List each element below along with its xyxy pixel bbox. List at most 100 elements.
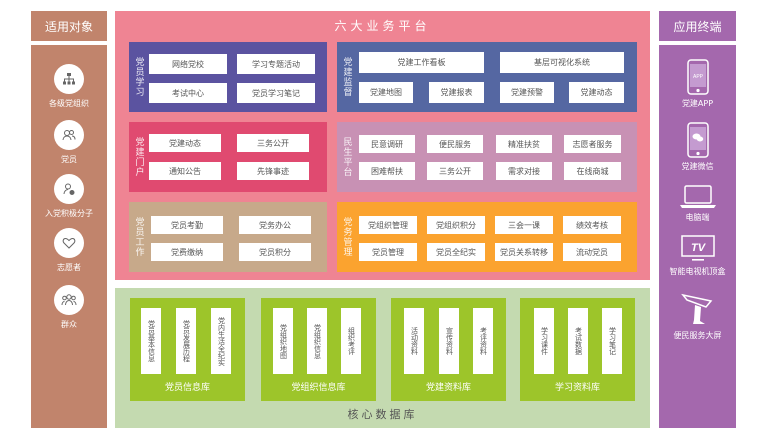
- terminal-wechat: 党建微信: [659, 122, 736, 172]
- lib-item[interactable]: 学习课件: [534, 308, 554, 374]
- svg-text:TV: TV: [690, 242, 706, 254]
- module-label: 党员工作: [133, 217, 144, 257]
- target-item-public: 群众: [31, 285, 107, 330]
- lib-item[interactable]: 活动资料: [404, 308, 424, 374]
- target-item-volunteer: 志愿者: [31, 228, 107, 273]
- btn-party-news[interactable]: 党建动态: [149, 134, 221, 152]
- right-panel-title: 应用终端: [659, 11, 736, 41]
- terminal-pc: 电脑端: [659, 185, 736, 223]
- target-label: 群众: [61, 320, 77, 329]
- heart-icon: [54, 228, 84, 258]
- people-icon: [54, 120, 84, 150]
- btn-three-affairs-public[interactable]: 三务公开: [427, 162, 483, 180]
- phone-app-icon: APP: [686, 59, 709, 95]
- svg-text:APP: APP: [692, 74, 703, 80]
- person-gear-icon: [54, 174, 84, 204]
- kiosk-icon: [680, 293, 712, 324]
- btn-poverty-alleviation[interactable]: 精准扶贫: [496, 135, 552, 153]
- target-audience-panel: 各级党组织 党员 入党积极分子 志愿者 群众: [31, 45, 107, 428]
- lib-item[interactable]: 党内生活全纪实: [211, 308, 231, 374]
- btn-points[interactable]: 党员积分: [239, 243, 311, 261]
- btn-three-meetings[interactable]: 三会一课: [495, 216, 553, 234]
- module-label: 民生平台: [341, 137, 352, 177]
- lib-item[interactable]: 党组织信息: [307, 308, 327, 374]
- lib-item[interactable]: 宣传资料: [439, 308, 459, 374]
- library-name: 学习资料库: [554, 383, 600, 393]
- module-member-work: 党员工作 党员考勤 党务办公 党费缴纳 党员积分: [129, 202, 327, 272]
- terminal-tv: TV 智能电视机顶盒: [659, 235, 736, 277]
- library-study-materials: 学习课件 考试数据 学习笔记 学习资料库: [520, 298, 635, 401]
- phone-wechat-icon: [686, 122, 709, 158]
- module-supervision: 党建监督 党建工作看板 基层可视化系统 党建地图 党建报表 党建预警 党建动态: [337, 42, 637, 112]
- terminals-panel: APP 党建APP 党建微信 电脑端 TV 智能电视机顶盒 便民服务大屏: [659, 45, 736, 428]
- target-label: 各级党组织: [49, 99, 89, 108]
- library-party-materials: 活动资料 宣传资料 考评资料 党建资料库: [391, 298, 506, 401]
- btn-office[interactable]: 党务办公: [239, 216, 311, 234]
- target-label: 党员: [61, 155, 77, 164]
- platform-title: 六大业务平台: [334, 19, 431, 33]
- module-label: 党务管理: [341, 217, 352, 257]
- btn-convenience-service[interactable]: 便民服务: [427, 135, 483, 153]
- lib-item[interactable]: 党组织地图: [273, 308, 293, 374]
- module-label: 党建门户: [133, 137, 144, 177]
- btn-visual-system[interactable]: 基层可视化系统: [500, 52, 624, 73]
- module-livelihood: 民生平台 民意调研 便民服务 精准扶贫 志愿者服务 困难帮扶 三务公开 需求对接…: [337, 122, 637, 192]
- btn-demand-matching[interactable]: 需求对接: [496, 162, 552, 180]
- btn-member-management[interactable]: 党员管理: [359, 243, 417, 261]
- btn-party-dynamics[interactable]: 党建动态: [569, 82, 624, 103]
- lib-item[interactable]: 学习笔记: [602, 308, 622, 374]
- btn-three-affairs[interactable]: 三务公开: [237, 134, 309, 152]
- btn-opinion-survey[interactable]: 民意调研: [359, 135, 415, 153]
- btn-work-board[interactable]: 党建工作看板: [359, 52, 484, 73]
- btn-org-management[interactable]: 党组织管理: [359, 216, 417, 234]
- core-database: 党员基本信息 党员发展历程 党内生活全纪实 党员信息库 党组织地图 党组织信息 …: [115, 288, 650, 428]
- module-label: 党员学习: [133, 57, 144, 97]
- btn-notices[interactable]: 通知公告: [149, 162, 221, 180]
- btn-party-map[interactable]: 党建地图: [359, 82, 413, 103]
- terminal-label: 智能电视机顶盒: [669, 267, 726, 276]
- group-icon: [54, 285, 84, 315]
- tv-icon: TV: [680, 235, 715, 261]
- btn-exam-center[interactable]: 考试中心: [149, 83, 227, 103]
- module-party-study: 党员学习 网络党校 学习专题活动 考试中心 党员学习笔记: [129, 42, 327, 112]
- target-item-activist: 入党积极分子: [31, 174, 107, 219]
- btn-volunteer-service[interactable]: 志愿者服务: [564, 135, 621, 153]
- lib-item[interactable]: 党员基本信息: [141, 308, 161, 374]
- lib-item[interactable]: 考试数据: [568, 308, 588, 374]
- module-label: 党建监督: [341, 57, 352, 97]
- btn-party-alert[interactable]: 党建预警: [500, 82, 554, 103]
- library-name: 党建资料库: [425, 383, 471, 393]
- lib-item[interactable]: 考评资料: [473, 308, 493, 374]
- lib-item[interactable]: 组织考评: [341, 308, 361, 374]
- btn-online-mall[interactable]: 在线商城: [564, 162, 621, 180]
- terminal-app: APP 党建APP: [659, 59, 736, 109]
- terminal-label: 党建微信: [681, 162, 714, 171]
- library-org-info: 党组织地图 党组织信息 组织考评 党组织信息库: [261, 298, 376, 401]
- laptop-icon: [679, 185, 716, 208]
- library-member-info: 党员基本信息 党员发展历程 党内生活全纪实 党员信息库: [130, 298, 245, 401]
- terminal-label: 电脑端: [685, 213, 710, 222]
- terminal-label: 便民服务大屏: [673, 331, 722, 340]
- btn-study-notes[interactable]: 党员学习笔记: [237, 83, 315, 103]
- org-chart-icon: [54, 64, 84, 94]
- target-item-member: 党员: [31, 120, 107, 165]
- library-name: 党组织信息库: [291, 383, 346, 393]
- btn-pioneer-deeds[interactable]: 先锋事迹: [237, 162, 309, 180]
- btn-party-report[interactable]: 党建报表: [429, 82, 484, 103]
- btn-relation-transfer[interactable]: 党员关系转移: [495, 243, 553, 261]
- core-title: 核心数据库: [347, 408, 418, 421]
- btn-attendance[interactable]: 党员考勤: [151, 216, 223, 234]
- btn-dues[interactable]: 党费缴纳: [151, 243, 223, 261]
- btn-hardship-aid[interactable]: 困难帮扶: [359, 162, 415, 180]
- module-party-affairs: 党务管理 党组织管理 党组织积分 三会一课 绩效考核 党员管理 党员全纪实 党员…: [337, 202, 637, 272]
- btn-member-record[interactable]: 党员全纪实: [427, 243, 485, 261]
- btn-mobile-members[interactable]: 流动党员: [563, 243, 621, 261]
- library-name: 党员信息库: [164, 383, 210, 393]
- btn-online-party-school[interactable]: 网络党校: [149, 54, 227, 74]
- btn-study-topic-activity[interactable]: 学习专题活动: [237, 54, 315, 74]
- btn-org-points[interactable]: 党组织积分: [427, 216, 485, 234]
- target-label: 志愿者: [57, 263, 81, 272]
- lib-item[interactable]: 党员发展历程: [176, 308, 196, 374]
- terminal-kiosk: 便民服务大屏: [659, 291, 736, 341]
- btn-performance[interactable]: 绩效考核: [563, 216, 621, 234]
